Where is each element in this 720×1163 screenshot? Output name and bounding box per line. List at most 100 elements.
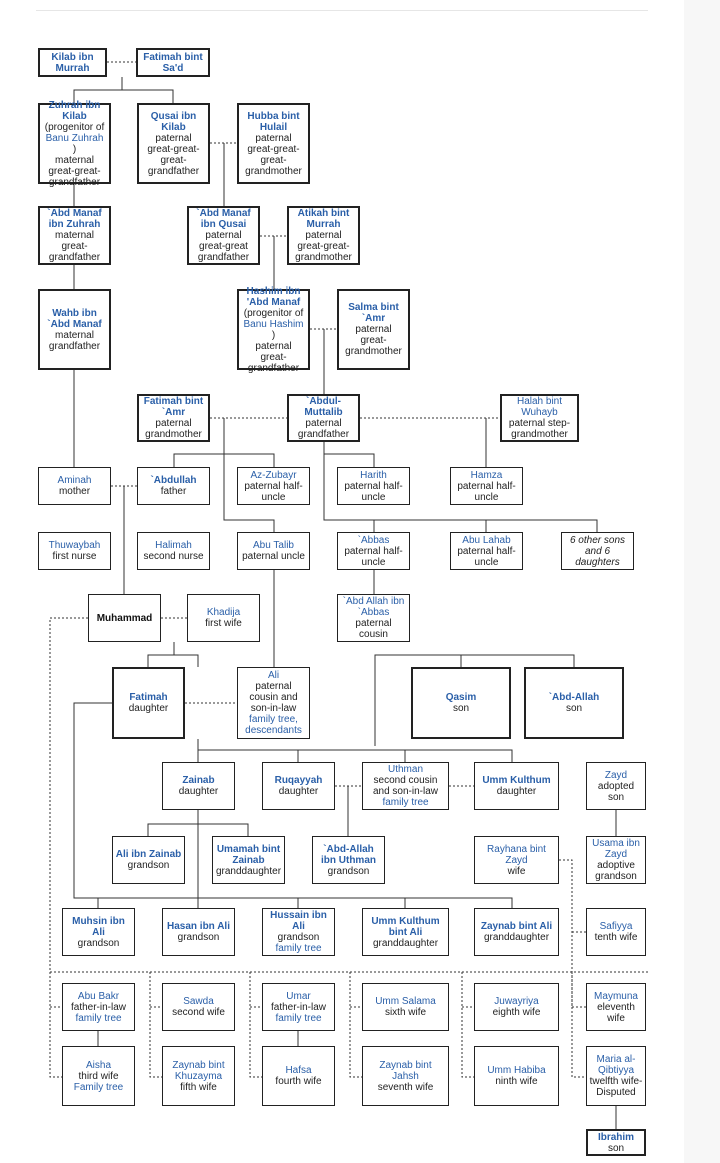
person-name[interactable]: Ruqayyah (274, 775, 323, 786)
person-name[interactable]: Maria al-Qibtiyya (596, 1054, 636, 1076)
person-name[interactable]: Muhsin ibn Ali (72, 915, 125, 938)
person-name[interactable]: Kilab ibn Murrah (51, 51, 94, 74)
person-description: paternal great-great grandfather (197, 230, 250, 263)
descent-line (197, 739, 513, 762)
person-name[interactable]: Umm Kulthum (482, 775, 551, 786)
person-name[interactable]: `Abd Manaf ibn Qusai (196, 208, 251, 230)
person-name[interactable]: Aisha (85, 1059, 111, 1071)
person-name[interactable]: `Abd Manaf ibn Zuhrah (47, 208, 102, 230)
family-tree-link[interactable]: Banu Hashim (243, 318, 304, 330)
person-name[interactable]: Hubba bint Hulail (247, 110, 300, 133)
person-name[interactable]: Juwayriya (494, 996, 539, 1007)
person-name[interactable]: `Abd-Allah ibn Uthman (321, 843, 376, 866)
person-name[interactable]: Hussain ibn Ali (270, 910, 327, 932)
person-name[interactable]: Umm Salama (375, 996, 436, 1007)
person-name[interactable]: Thuwaybah (48, 540, 101, 551)
person-description: grandson (127, 860, 170, 871)
person-description: daughter (278, 786, 319, 797)
person-name[interactable]: Zayd (604, 769, 628, 781)
family-tree-link[interactable]: Family tree (73, 1081, 124, 1093)
descent-line (122, 89, 174, 103)
person-name[interactable]: Harith (360, 469, 387, 481)
person-name[interactable]: Ibrahim (597, 1131, 635, 1143)
person-name[interactable]: Salma bint `Amr (348, 302, 399, 324)
person-description: grandson (277, 932, 320, 943)
person-name[interactable]: Halimah (155, 540, 192, 551)
person-name[interactable]: `Abd Allah ibn `Abbas (342, 596, 405, 618)
person-name[interactable]: Zaynab bint Ali (480, 921, 553, 932)
person-description: ) (271, 329, 276, 341)
person-name[interactable]: Hafsa (285, 1065, 312, 1076)
person-description: second nurse (143, 551, 204, 562)
person-name[interactable]: Umm Habiba (487, 1065, 546, 1076)
family-tree-link[interactable]: family tree (75, 1012, 122, 1024)
person-description: daughter (128, 703, 169, 714)
person-description: granddaughter (483, 932, 550, 943)
person-name[interactable]: Rayhana bint Zayd (487, 843, 546, 866)
person-name[interactable]: Abu Talib (253, 540, 294, 551)
person-name[interactable]: Zuhrah ibn Kilab (48, 99, 101, 122)
person-name[interactable]: `Abd-Allah (548, 692, 600, 703)
person-name[interactable]: Abu Lahab (462, 534, 511, 546)
marriage-line (149, 972, 162, 1078)
person-description: father (160, 486, 187, 497)
person-name[interactable]: Halah bint Wuhayb (516, 396, 563, 418)
person-name[interactable]: `Abbas (357, 534, 390, 546)
person-name[interactable]: Wahb ibn `Abd Manaf (47, 307, 102, 330)
person-name[interactable]: Ali ibn Zainab (115, 849, 182, 860)
person-name[interactable]: Zaynab bint Khuzayma (172, 1059, 225, 1082)
person-description: paternal half-uncle (244, 480, 303, 503)
top-divider (36, 10, 648, 11)
person-name[interactable]: Umar (286, 990, 311, 1002)
person-name[interactable]: Aminah (57, 475, 92, 486)
family-tree-link[interactable]: family tree (382, 797, 429, 808)
family-tree-link[interactable]: Banu Zuhrah (45, 132, 104, 144)
person-name[interactable]: Fatimah bint Sa'd (143, 51, 203, 74)
person-name[interactable]: Hamza (470, 469, 503, 481)
person-name[interactable]: Safiyya (599, 921, 633, 932)
person-name[interactable]: Uthman (387, 764, 423, 775)
person-name[interactable]: Abu Bakr (77, 990, 120, 1002)
person-name[interactable]: Usama ibn Zayd (592, 838, 640, 860)
person-name[interactable]: Qusai ibn Kilab (150, 110, 197, 133)
person-name[interactable]: Zainab (182, 775, 215, 786)
person-description: eighth wife (492, 1007, 541, 1018)
person-description: paternal half-uncle (457, 480, 516, 503)
descent-line (73, 702, 513, 908)
person-name[interactable]: Atikah bint Murrah (297, 208, 350, 230)
person-name[interactable]: Sawda (183, 996, 214, 1007)
family-tree-link[interactable]: family tree, descendants (245, 714, 302, 736)
person-name[interactable]: Khadija (206, 607, 241, 618)
person-name[interactable]: Fatimah (129, 692, 168, 703)
person-name[interactable]: Maymuna (594, 990, 638, 1002)
person-description: paternal great-great-great-grandmother (245, 132, 302, 177)
person-description: maternal great-great-grandfather (48, 154, 101, 188)
right-gutter (684, 0, 720, 1163)
family-tree-link[interactable]: family tree (275, 1012, 322, 1024)
person-name[interactable]: Qasim (445, 692, 477, 703)
person-name[interactable]: Az-Zubayr (250, 469, 297, 481)
family-tree-link[interactable]: family tree (275, 943, 322, 954)
person-name[interactable]: Umamah bint Zainab (216, 843, 281, 866)
person-name[interactable]: Umm Kulthum bint Ali (371, 915, 440, 938)
person-name[interactable]: Hashim ibn 'Abd Manaf (246, 285, 301, 308)
person-name[interactable]: Zaynab bint Jahsh (379, 1059, 432, 1082)
person-name[interactable]: Fatimah bint `Amr (143, 396, 204, 418)
person-name[interactable]: `Abdullah (150, 475, 197, 486)
person-name[interactable]: Hasan ibn Ali (167, 921, 230, 932)
person-name[interactable]: Ali (267, 670, 280, 681)
person-description: grandson (177, 932, 220, 943)
descent-line (323, 442, 375, 467)
person-name[interactable]: `Abdul-Muttalib (304, 396, 343, 418)
